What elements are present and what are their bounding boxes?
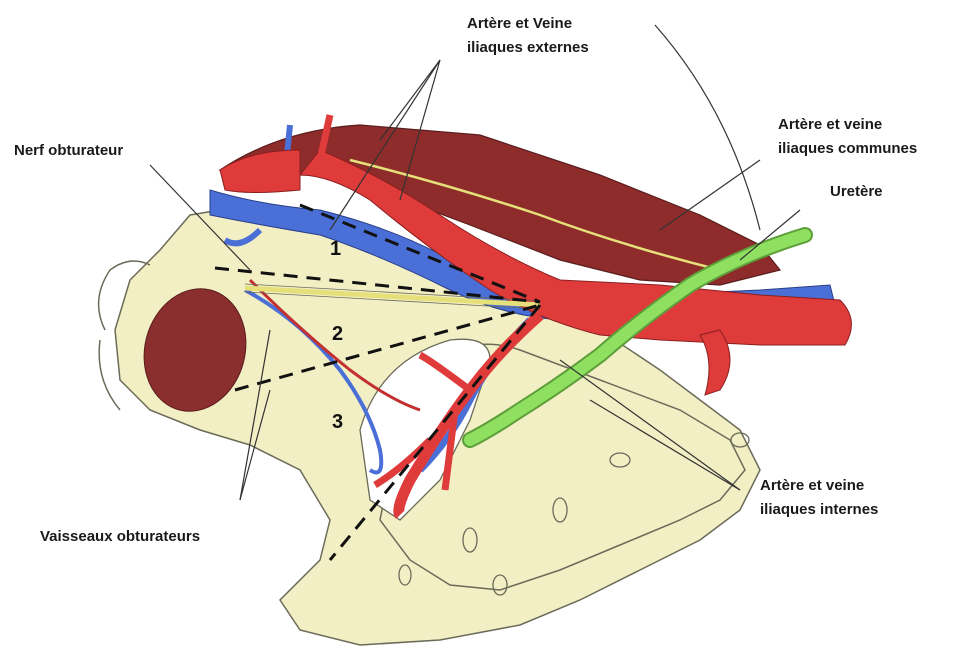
obturator-vessels-label: Vaisseaux obturateurs bbox=[40, 527, 200, 547]
common-iliac-label-line1: Artère et veine bbox=[778, 115, 882, 135]
common-iliac-artery bbox=[700, 330, 730, 395]
ureter-label: Uretère bbox=[830, 182, 883, 202]
obturator-nerve-label: Nerf obturateur bbox=[14, 141, 123, 161]
external-iliac-label-line2: iliaques externes bbox=[467, 38, 589, 58]
zone-3-number: 3 bbox=[332, 411, 343, 433]
internal-iliac-label-line1: Artère et veine bbox=[760, 476, 864, 496]
internal-iliac-label-line2: iliaques internes bbox=[760, 500, 878, 520]
zone-1-number: 1 bbox=[330, 238, 341, 260]
common-iliac-label-line2: iliaques communes bbox=[778, 139, 917, 159]
zone-2-number: 2 bbox=[332, 323, 343, 345]
upper-artery-stub bbox=[220, 150, 300, 193]
external-iliac-label-line1: Artère et Veine bbox=[467, 14, 572, 34]
